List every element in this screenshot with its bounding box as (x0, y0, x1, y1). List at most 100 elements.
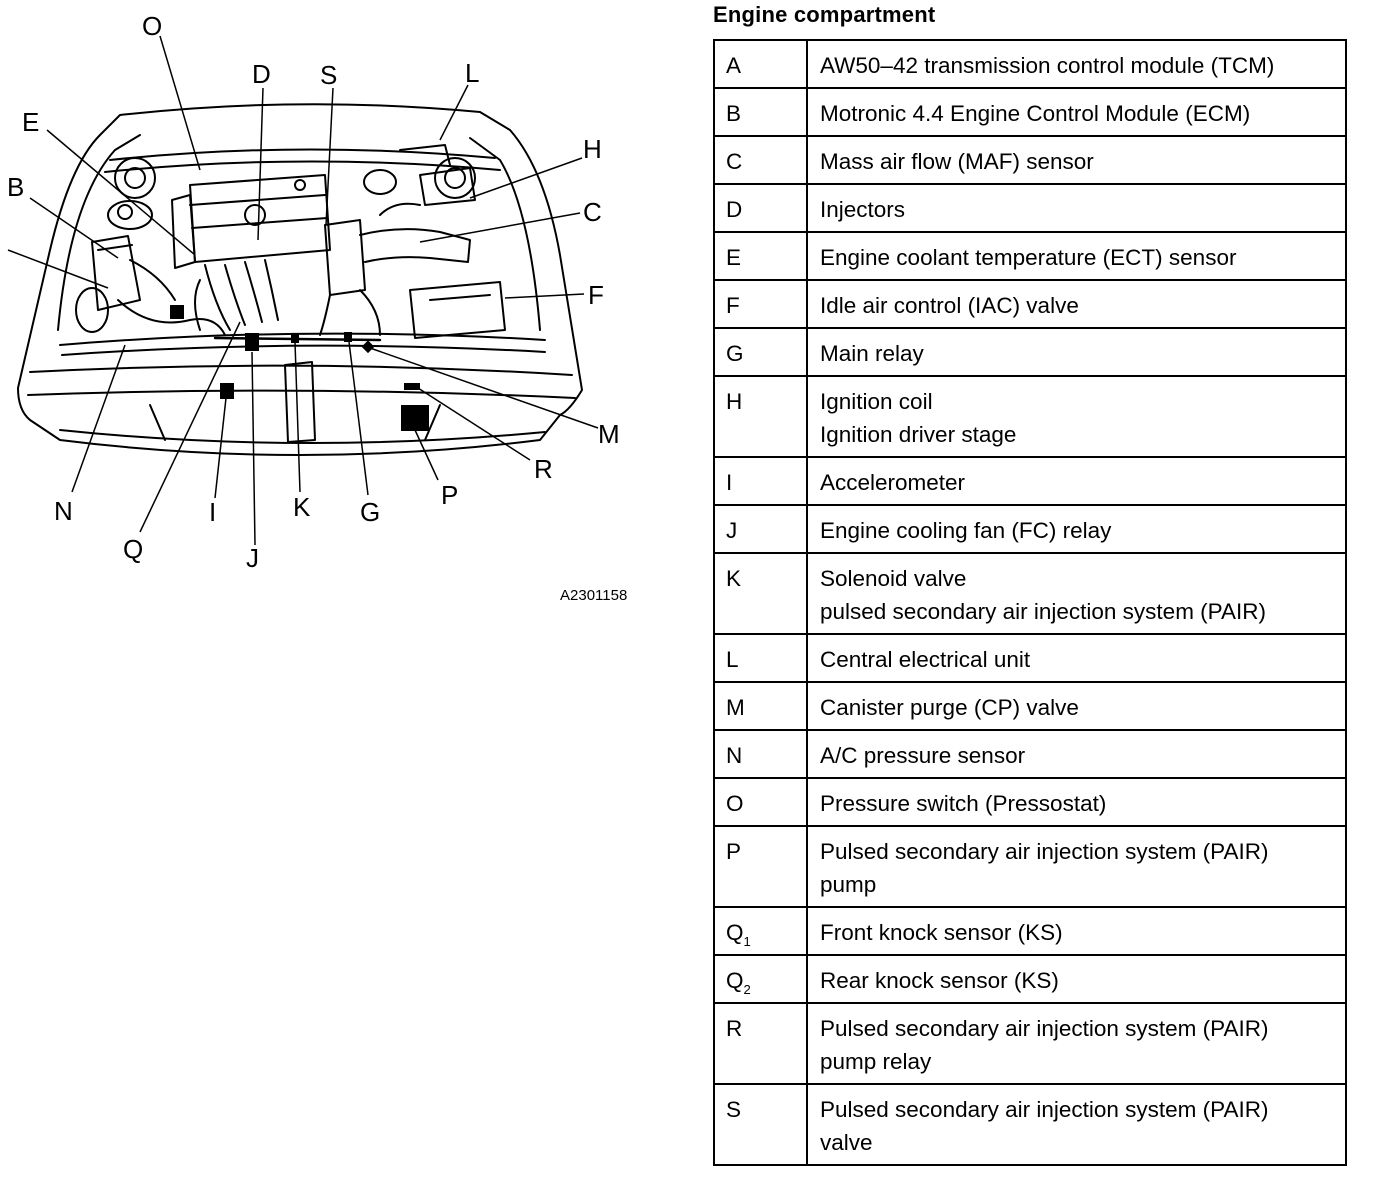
legend-code-letter: F (726, 293, 740, 318)
legend-description-line: Accelerometer (820, 470, 966, 495)
legend-code-letter: M (726, 695, 745, 720)
legend-code-subscript: 2 (743, 982, 751, 997)
figure-id: A2301158 (560, 587, 627, 604)
engine-compartment-diagram: O D S L E H B C F M R P N I K G Q J A230… (7, 11, 627, 604)
legend-description: Pulsed secondary air injection system (P… (806, 1083, 1347, 1166)
callout-e: E (22, 107, 39, 137)
legend-description: Engine coolant temperature (ECT) sensor (806, 231, 1347, 281)
legend-description-line: pump relay (820, 1049, 932, 1074)
legend-row: F Idle air control (IAC) valve (713, 279, 1347, 329)
legend-code: L (713, 633, 808, 683)
legend-description: Pulsed secondary air injection system (P… (806, 825, 1347, 908)
callout-c: C (583, 197, 602, 227)
legend-row: C Mass air flow (MAF) sensor (713, 135, 1347, 185)
legend-code: P (713, 825, 808, 908)
engine-bay-drawing (17, 103, 583, 456)
legend-code: H (713, 375, 808, 458)
legend-code-letter: Q (726, 920, 744, 945)
legend-row: G Main relay (713, 327, 1347, 377)
legend-description-line: Pressure switch (Pressostat) (820, 791, 1107, 816)
legend-description: Idle air control (IAC) valve (806, 279, 1347, 329)
legend-code-letter: N (726, 743, 743, 768)
legend-description-line: Front knock sensor (KS) (820, 920, 1063, 945)
callout-g: G (360, 497, 380, 527)
legend-code-letter: J (726, 518, 738, 543)
legend-row: Q1 Front knock sensor (KS) (713, 906, 1347, 956)
legend-row: I Accelerometer (713, 456, 1347, 506)
legend-description-line: Central electrical unit (820, 647, 1031, 672)
callout-f: F (588, 280, 604, 310)
legend-code-letter: I (726, 470, 733, 495)
legend-description-line: AW50–42 transmission control module (TCM… (820, 53, 1275, 78)
legend-code-letter: R (726, 1016, 743, 1041)
callout-j: J (246, 543, 259, 573)
legend-description: AW50–42 transmission control module (TCM… (806, 39, 1347, 89)
legend-code-letter: H (726, 389, 743, 414)
legend-row: M Canister purge (CP) valve (713, 681, 1347, 731)
legend-description-line: valve (820, 1130, 873, 1155)
callout-r: R (534, 454, 553, 484)
callout-h: H (583, 134, 602, 164)
legend-description: Rear knock sensor (KS) (806, 954, 1347, 1004)
legend-description-line: pump (820, 872, 877, 897)
legend-description: Injectors (806, 183, 1347, 233)
legend-description: A/C pressure sensor (806, 729, 1347, 779)
legend-code: G (713, 327, 808, 377)
legend-description-line: Motronic 4.4 Engine Control Module (ECM) (820, 101, 1251, 126)
legend-description-line: Ignition driver stage (820, 422, 1017, 447)
callout-n: N (54, 496, 73, 526)
table-title: Engine compartment (713, 2, 936, 27)
legend-description-line: Solenoid valve (820, 566, 967, 591)
legend-description: Central electrical unit (806, 633, 1347, 683)
legend-description-line: Mass air flow (MAF) sensor (820, 149, 1094, 174)
legend-description: Engine cooling fan (FC) relay (806, 504, 1347, 554)
legend-description-line: Canister purge (CP) valve (820, 695, 1079, 720)
legend-row: B Motronic 4.4 Engine Control Module (ECM… (713, 87, 1347, 137)
legend-description-line: Rear knock sensor (KS) (820, 968, 1059, 993)
legend-code: S (713, 1083, 808, 1166)
legend-code-letter: A (726, 53, 742, 78)
legend-code: Q1 (713, 906, 808, 956)
legend-row: E Engine coolant temperature (ECT) sensor (713, 231, 1347, 281)
legend-description: Accelerometer (806, 456, 1347, 506)
legend-row: A AW50–42 transmission control module (TC… (713, 39, 1347, 89)
legend-code: B (713, 87, 808, 137)
legend-code: J (713, 504, 808, 554)
legend-row: P Pulsed secondary air injection system (… (713, 825, 1347, 908)
legend-table: A AW50–42 transmission control module (TC… (713, 39, 1347, 1166)
component-markers (170, 305, 429, 431)
legend-code: O (713, 777, 808, 827)
legend-description: Pulsed secondary air injection system (P… (806, 1002, 1347, 1085)
legend-code: M (713, 681, 808, 731)
legend-code-letter: O (726, 791, 744, 816)
legend-code-letter: E (726, 245, 742, 270)
legend-code-letter: G (726, 341, 744, 366)
legend-description: Main relay (806, 327, 1347, 377)
legend-code: N (713, 729, 808, 779)
legend-description-line: Engine cooling fan (FC) relay (820, 518, 1112, 543)
legend-description: Canister purge (CP) valve (806, 681, 1347, 731)
legend-description: Motronic 4.4 Engine Control Module (ECM) (806, 87, 1347, 137)
legend-code-letter: B (726, 101, 742, 126)
legend-description-line: Ignition coil (820, 389, 933, 414)
legend-code: E (713, 231, 808, 281)
legend-code-letter: L (726, 647, 739, 672)
legend-code-letter: P (726, 839, 742, 864)
legend-row: S Pulsed secondary air injection system (… (713, 1083, 1347, 1166)
legend-description-line: Pulsed secondary air injection system (P… (820, 1097, 1269, 1122)
callout-m: M (598, 419, 620, 449)
callout-k: K (293, 492, 311, 522)
legend-code: I (713, 456, 808, 506)
legend-code: D (713, 183, 808, 233)
legend-description-line: Main relay (820, 341, 924, 366)
legend-code: C (713, 135, 808, 185)
legend-row: N A/C pressure sensor (713, 729, 1347, 779)
callout-d: D (252, 59, 271, 89)
legend-code-letter: S (726, 1097, 742, 1122)
legend-code: A (713, 39, 808, 89)
